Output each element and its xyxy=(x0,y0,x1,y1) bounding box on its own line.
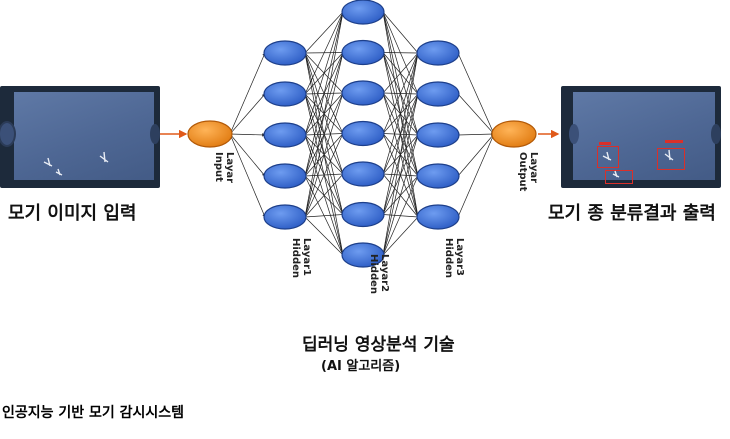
input-caption: 모기 이미지 입력 xyxy=(8,203,137,224)
mosquito-icon xyxy=(43,151,109,176)
connection-line xyxy=(229,93,266,135)
hidden-layer2-node xyxy=(341,80,385,106)
connection-line xyxy=(457,133,495,177)
connection-line xyxy=(382,52,419,215)
hidden-layer1-node xyxy=(263,40,307,66)
hidden-layer1-node xyxy=(263,122,307,148)
hidden-layer3-node xyxy=(416,122,460,148)
hidden-layer3-node xyxy=(416,204,460,230)
output-layer-node xyxy=(491,120,537,148)
footer-title: 인공지능 기반 모기 감시시스템 xyxy=(2,405,185,421)
hidden-layer1-node xyxy=(263,81,307,107)
input-image xyxy=(0,86,160,188)
connection-line xyxy=(457,93,495,135)
connection-line xyxy=(229,52,266,135)
connection-line xyxy=(304,52,344,218)
connection-line xyxy=(304,11,344,218)
hidden-layer3-label: HiddenLayar3 xyxy=(443,238,465,278)
input-layer-node xyxy=(187,120,233,148)
diagram-subtitle: (AI 알고리즘) xyxy=(321,359,401,374)
layer-connections xyxy=(229,11,495,256)
network-nodes xyxy=(187,0,537,268)
connection-line xyxy=(304,173,344,218)
hidden-layer2-label: HiddenLayar2 xyxy=(368,254,390,294)
input-layer-label: InputLayar xyxy=(213,152,235,183)
connection-line xyxy=(382,52,419,94)
connection-line xyxy=(382,216,419,256)
connection-line xyxy=(304,214,344,218)
connection-line xyxy=(304,11,344,136)
connection-line xyxy=(229,133,266,218)
hidden-layer3-node xyxy=(416,40,460,66)
connection-line xyxy=(382,93,419,256)
connection-line xyxy=(304,11,344,177)
output-image xyxy=(561,86,721,188)
connection-line xyxy=(382,11,419,54)
detection-box xyxy=(657,148,685,170)
connection-line xyxy=(382,52,419,134)
image-edge-shape xyxy=(0,121,16,147)
connection-line xyxy=(382,52,419,175)
mosquito-icon xyxy=(602,149,674,178)
hidden-layer2-node xyxy=(341,0,385,25)
connection-line xyxy=(457,52,495,135)
connection-line xyxy=(457,132,495,136)
hidden-layer3-node xyxy=(416,163,460,189)
hidden-layer1-label: HiddenLayar1 xyxy=(290,238,312,278)
connection-line xyxy=(382,134,419,256)
detection-box xyxy=(597,146,619,168)
hidden-layer2-node xyxy=(341,120,385,147)
connection-line xyxy=(229,133,266,137)
hidden-layer2-node xyxy=(341,242,385,268)
connection-line xyxy=(304,92,344,218)
connection-line xyxy=(382,52,419,54)
connection-line xyxy=(304,216,344,256)
output-layer-label: OutputLayar xyxy=(517,152,539,192)
connection-line xyxy=(304,133,344,218)
diagram-title: 딥러닝 영상분석 기술 xyxy=(302,335,455,355)
hidden-layer3-node xyxy=(416,81,460,107)
output-caption: 모기 종 분류결과 출력 xyxy=(548,203,716,224)
connection-line xyxy=(382,175,419,256)
detection-box xyxy=(605,170,633,184)
hidden-layer1-node xyxy=(263,204,307,230)
connection-line xyxy=(304,11,344,95)
connection-line xyxy=(229,133,266,177)
hidden-layer2-node xyxy=(341,39,385,66)
hidden-layer2-node xyxy=(341,161,385,187)
connection-line xyxy=(382,52,419,256)
hidden-layer2-node xyxy=(341,201,385,228)
hidden-layer1-node xyxy=(263,163,307,189)
connection-line xyxy=(304,11,344,54)
connection-line xyxy=(457,133,495,218)
